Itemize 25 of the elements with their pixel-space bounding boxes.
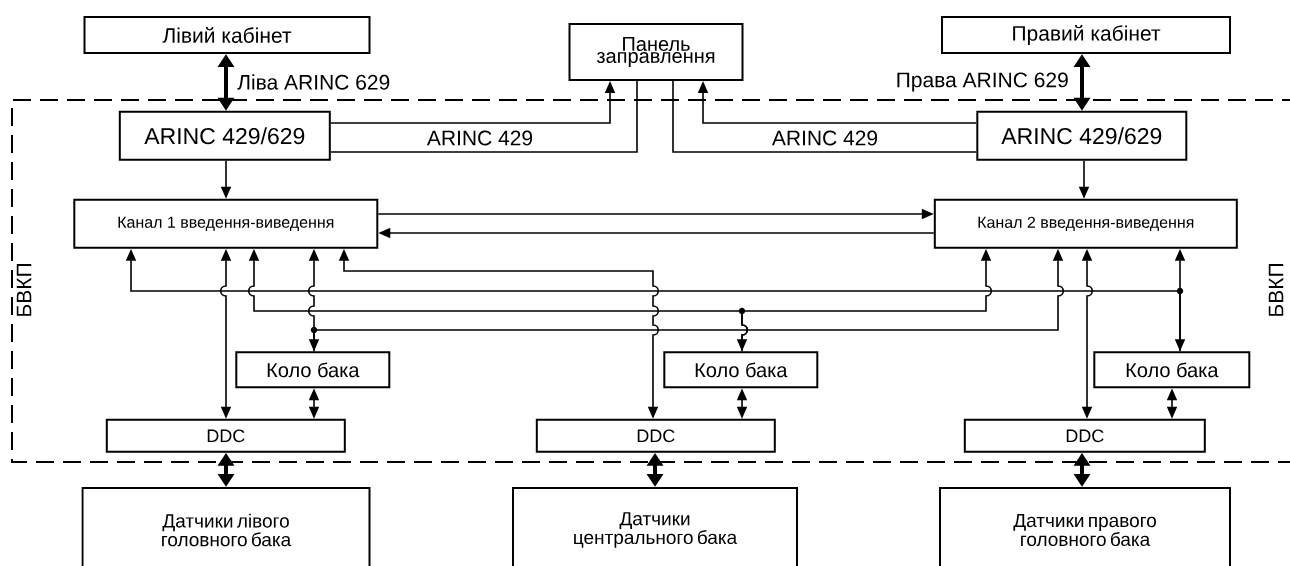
process-box: Правий кабінет [941,16,1231,54]
edge-label: ARINC 429 [770,129,880,147]
edge-label: Права ARINC 629 [894,71,1070,93]
process-box: DDC [963,418,1206,453]
process-box: DDC [535,418,776,453]
process-box: Канал 1 введення-виведення [73,198,379,249]
process-box: Коло бака [235,351,391,389]
process-box: Канал 2 введення-виведення [933,198,1238,249]
region-label: БВКП [1268,264,1284,316]
process-box: DDC [105,418,346,453]
process-box: Лівий кабінет [83,16,371,54]
process-box: Панель заправлення [568,23,744,81]
edge-label: Ліва ARINC 629 [236,73,392,91]
connector-line [330,80,638,153]
edge-label: ARINC 429 [425,129,535,147]
dashed-boundary [11,99,1290,463]
connector-line [672,80,978,153]
process-box: Датчики центрального бака [512,487,798,566]
region-label: БВКП [16,264,32,316]
process-box: Датчики правого головного бака [939,487,1231,566]
process-box: ARINC 429/629 [118,110,331,161]
process-box: Коло бака [663,351,819,389]
process-box: ARINC 429/629 [976,110,1188,161]
process-box: Коло бака [1093,351,1251,389]
process-box: Датчики лівого головного бака [81,487,371,566]
